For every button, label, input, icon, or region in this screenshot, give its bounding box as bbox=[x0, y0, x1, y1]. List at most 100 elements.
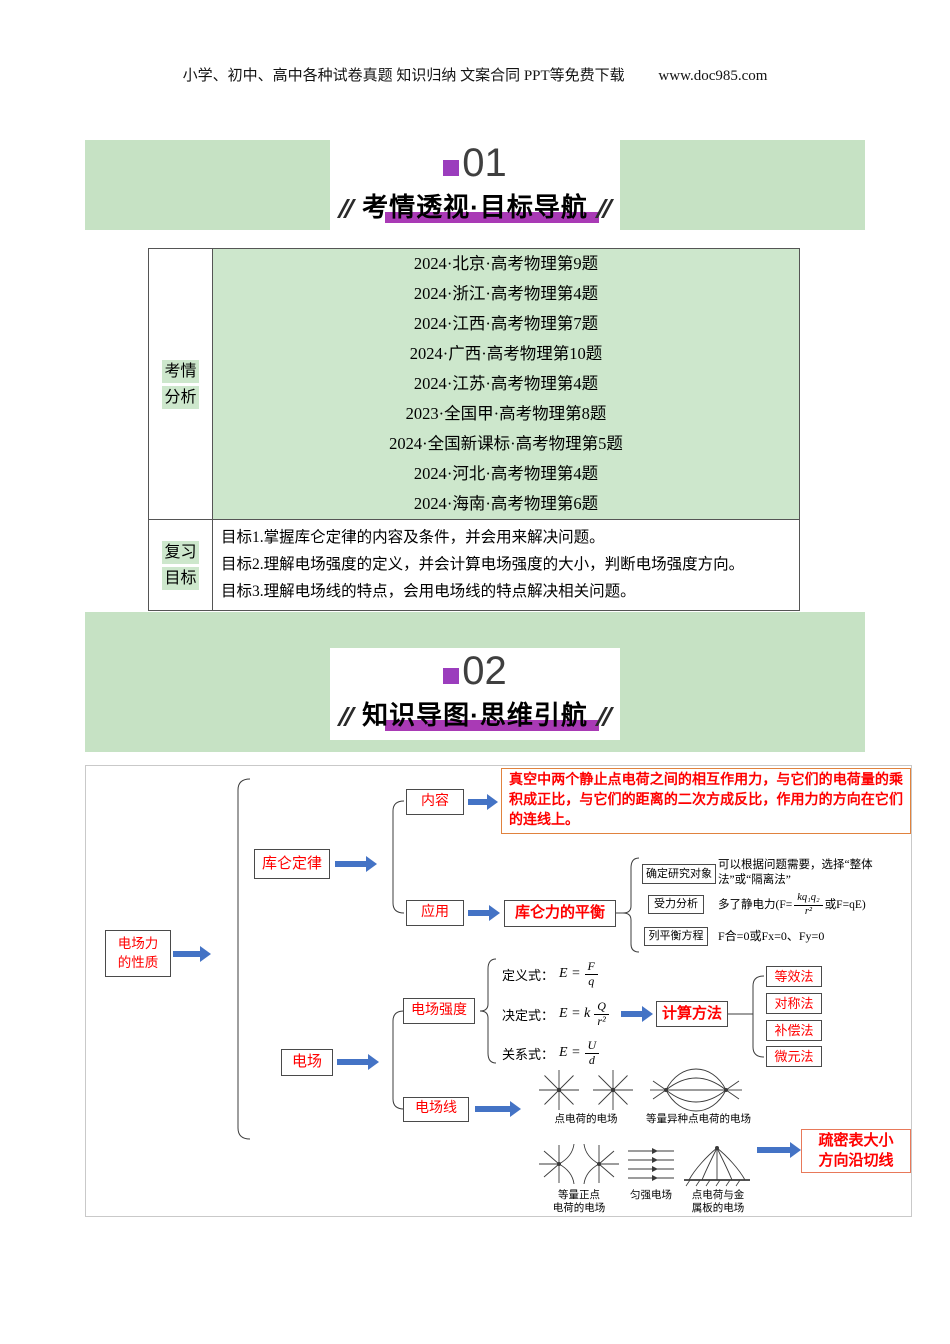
section-02-banner: 02 知识导图·思维引航 bbox=[85, 612, 865, 752]
section-01-title: 考情透视·目标导航 bbox=[362, 192, 588, 222]
diagram-label-uniform-field: 匀强电场 bbox=[630, 1190, 672, 1201]
method-compensation: 补偿法 bbox=[766, 1020, 822, 1041]
section-01-number-row: 01 bbox=[330, 140, 620, 186]
header-url: www.doc985.com bbox=[658, 68, 768, 84]
slashes-icon-left bbox=[337, 199, 357, 218]
analysis-label-line2: 分析 bbox=[162, 385, 199, 409]
exam-item: 2024·江苏·高考物理第4题 bbox=[413, 374, 599, 393]
section-02-white-block: 02 知识导图·思维引航 bbox=[330, 648, 620, 740]
diagram-like-charges-icon bbox=[539, 1143, 619, 1185]
section-01-white-block: 01 考情透视·目标导航 bbox=[330, 140, 620, 230]
section-01-banner: 01 考情透视·目标导航 bbox=[85, 140, 865, 230]
brace-formulas bbox=[479, 958, 497, 1064]
node-application: 应用 bbox=[406, 900, 464, 926]
flow-arrow bbox=[468, 794, 498, 810]
diagram-label-charge-plate: 点电荷与金 属板的电场 bbox=[691, 1190, 745, 1214]
root-node-field-force: 电场力 的性质 bbox=[105, 930, 171, 977]
exam-item: 2024·河北·高考物理第4题 bbox=[413, 464, 599, 483]
slashes-icon-right bbox=[594, 199, 614, 218]
section-02-title-row: 知识导图·思维引航 bbox=[330, 695, 620, 732]
goal-item: 目标1.掌握库仑定律的内容及条件，并会用来解决问题。 bbox=[221, 529, 605, 546]
bracket-coulomb bbox=[392, 800, 405, 914]
node-coulomb-balance: 库仑力的平衡 bbox=[504, 900, 616, 927]
diagram-label-point-charge: 点电荷的电场 bbox=[554, 1114, 618, 1125]
goals-row: 复习 目标 目标1.掌握库仑定律的内容及条件，并会用来解决问题。 目标2.理解电… bbox=[149, 519, 799, 610]
exam-item: 2024·江西·高考物理第7题 bbox=[413, 314, 599, 333]
goals-cell: 目标1.掌握库仑定律的内容及条件，并会用来解决问题。 目标2.理解电场强度的定义… bbox=[213, 520, 799, 610]
brace-balance bbox=[622, 857, 640, 953]
exam-item: 2024·广西·高考物理第10题 bbox=[409, 344, 603, 363]
flow-arrow bbox=[468, 905, 500, 921]
formula-name: 决定式： bbox=[502, 1007, 555, 1023]
method-symmetry: 对称法 bbox=[766, 993, 822, 1014]
diagram-point-charge-negative-icon bbox=[593, 1070, 633, 1110]
exam-analysis-table: 考情 分析 2024·北京·高考物理第9题 2024·浙江·高考物理第4题 20… bbox=[148, 248, 800, 611]
formula-lhs: E = bbox=[559, 966, 581, 981]
field-lines-conclusion: 疏密表大小 方向沿切线 bbox=[801, 1129, 911, 1173]
exam-item: 2024·北京·高考物理第9题 bbox=[413, 254, 599, 273]
node-electric-field: 电场 bbox=[281, 1049, 333, 1076]
formula-name: 定义式： bbox=[502, 967, 555, 983]
diagram-opposite-charges-icon bbox=[650, 1068, 742, 1112]
exam-item: 2024·浙江·高考物理第4题 bbox=[413, 284, 599, 303]
force-desc-suffix: 或F=qE) bbox=[824, 898, 866, 911]
flow-arrow bbox=[475, 1101, 521, 1117]
node-field-lines: 电场线 bbox=[403, 1097, 469, 1122]
goals-label-line1: 复习 bbox=[162, 540, 199, 564]
exam-item: 2024·海南·高考物理第6题 bbox=[413, 494, 599, 513]
analysis-label-cell: 考情 分析 bbox=[149, 249, 213, 519]
bracket-main bbox=[237, 778, 251, 1140]
flow-arrow bbox=[757, 1142, 801, 1158]
goals-label-cell: 复习 目标 bbox=[149, 520, 213, 610]
exam-item: 2023·全国甲·高考物理第8题 bbox=[405, 404, 607, 423]
balance-desc-object: 可以根据问题需要，选择“整体法”或“隔离法” bbox=[718, 859, 873, 886]
balance-step-force: 受力分析 bbox=[648, 895, 704, 914]
balance-desc-equation: F合=0或Fx=0、Fy=0 bbox=[718, 929, 825, 943]
exam-items-cell: 2024·北京·高考物理第9题 2024·浙江·高考物理第4题 2024·江西·… bbox=[213, 249, 799, 519]
analysis-label-line1: 考情 bbox=[162, 359, 199, 383]
diagram-charge-and-plate-icon bbox=[684, 1146, 750, 1187]
flow-arrow bbox=[335, 856, 377, 872]
section-02-title: 知识导图·思维引航 bbox=[362, 700, 588, 730]
diagram-label-like-charges: 等量正点 电荷的电场 bbox=[552, 1190, 606, 1214]
force-desc-prefix: 多了静电力(F= bbox=[718, 898, 793, 911]
goal-item: 目标2.理解电场强度的定义，并会计算电场强度的大小，判断电场强度方向。 bbox=[221, 556, 745, 573]
formula-name: 关系式： bbox=[502, 1046, 555, 1062]
section-01-number: 01 bbox=[462, 141, 507, 185]
exam-item: 2024·全国新课标·高考物理第5题 bbox=[389, 434, 623, 453]
formula-lhs: E = k bbox=[559, 1006, 591, 1021]
diagram-label-opposite-charges: 等量异种点电荷的电场 bbox=[646, 1114, 751, 1125]
purple-square-icon bbox=[443, 668, 460, 684]
title-highlight-bar bbox=[385, 720, 599, 731]
slashes-icon-right bbox=[594, 707, 614, 726]
method-element: 微元法 bbox=[766, 1046, 822, 1067]
purple-square-icon bbox=[443, 160, 460, 176]
header-text: 小学、初中、高中各种试卷真题 知识归纳 文案合同 PPT等免费下载 bbox=[182, 68, 625, 84]
flow-arrow bbox=[337, 1054, 379, 1070]
analysis-row: 考情 分析 2024·北京·高考物理第9题 2024·浙江·高考物理第4题 20… bbox=[149, 249, 799, 519]
goals-label-line2: 目标 bbox=[162, 566, 199, 590]
flow-arrow bbox=[621, 1006, 653, 1022]
goal-item: 目标3.理解电场线的特点，会用电场线的特点解决相关问题。 bbox=[221, 583, 636, 600]
bracket-field bbox=[392, 1010, 405, 1110]
bracket-methods bbox=[752, 975, 765, 1058]
section-01-title-row: 考情透视·目标导航 bbox=[330, 187, 620, 224]
node-content: 内容 bbox=[406, 789, 464, 815]
flow-arrow bbox=[173, 946, 211, 962]
balance-step-equation: 列平衡方程 bbox=[644, 927, 708, 946]
formula-lhs: E = bbox=[559, 1045, 581, 1060]
section-02-number: 02 bbox=[462, 649, 507, 693]
node-coulomb-law: 库仑定律 bbox=[254, 849, 330, 879]
method-equivalent: 等效法 bbox=[766, 966, 822, 987]
diagram-uniform-field-icon bbox=[628, 1148, 674, 1181]
slashes-icon-left bbox=[337, 707, 357, 726]
